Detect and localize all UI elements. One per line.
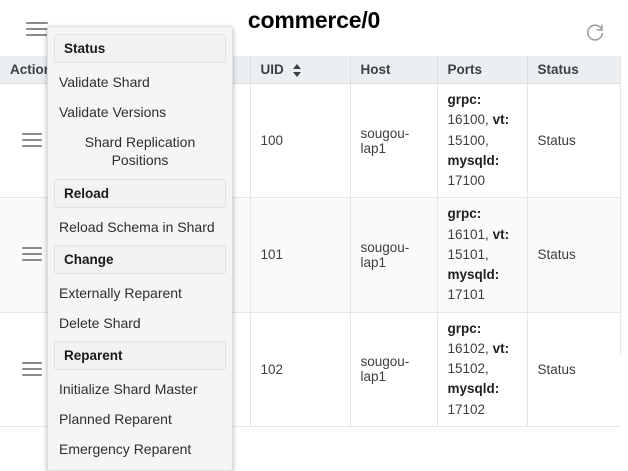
ports-grpc-value: 16101, (447, 226, 489, 242)
row-hamburger-icon[interactable] (22, 133, 42, 148)
ports-vt-value: 15101, (447, 246, 489, 262)
menu-section-reparent: Reparent (54, 341, 226, 370)
sort-arrows-icon[interactable] (292, 63, 302, 77)
ports-mysqld-label: mysqld: (447, 267, 500, 282)
cell-host: sougou-lap1 (350, 83, 438, 199)
menu-item-delete-shard[interactable]: Delete Shard (59, 315, 141, 331)
cell-uid: 102 (250, 312, 351, 427)
ports-mysqld-value: 17100 (447, 173, 486, 188)
table-scrollbar[interactable] (620, 56, 628, 356)
cell-ports: grpc: 16100, vt: 15100, mysqld: 17100 (437, 83, 528, 199)
menu-item-shard-replication-positions[interactable]: Shard Replication Positions (84, 134, 196, 168)
hamburger-bar (22, 259, 42, 262)
menu-section-change: Change (54, 245, 226, 274)
ports-vt-label: vt: (492, 112, 510, 128)
hamburger-bar (22, 373, 42, 376)
menu-section-reload: Reload (54, 179, 226, 208)
column-header-uid-label: UID (260, 62, 284, 77)
menu-section-status: Status (54, 34, 226, 63)
menu-item-externally-reparent[interactable]: Externally Reparent (59, 285, 182, 301)
shard-actions-menu[interactable]: Status Validate Shard Validate Versions … (47, 26, 233, 471)
ports-mysqld-label: mysqld: (447, 381, 500, 397)
hamburger-bar (22, 367, 42, 370)
hamburger-bar (22, 247, 42, 250)
hamburger-bar (22, 145, 42, 148)
ports-mysqld-value: 17102 (447, 401, 486, 417)
cell-status[interactable]: Status (527, 197, 620, 313)
menu-item-emergency-reparent[interactable]: Emergency Reparent (59, 441, 192, 457)
cell-uid: 101 (250, 197, 351, 313)
cell-ports: grpc: 16101, vt: 15101, mysqld: 17101 (437, 197, 528, 313)
hamburger-bar (22, 361, 42, 364)
column-header-uid[interactable]: UID (250, 56, 351, 84)
menu-item-reload-schema-in-shard[interactable]: Reload Schema in Shard (59, 219, 215, 235)
column-header-ports: Ports (437, 56, 528, 84)
cell-host: sougou-lap1 (350, 312, 438, 427)
row-hamburger-icon[interactable] (22, 247, 42, 262)
cell-status[interactable]: Status (527, 83, 620, 199)
row-hamburger-icon[interactable] (22, 361, 42, 377)
column-header-host: Host (350, 56, 438, 84)
ports-vt-label: vt: (492, 226, 510, 242)
cell-host: sougou-lap1 (350, 197, 438, 313)
ports-grpc-value: 16100, (447, 112, 489, 128)
hamburger-bar (22, 253, 42, 256)
ports-grpc-value: 16102, (447, 340, 489, 356)
cell-status[interactable]: Status (527, 312, 620, 427)
hamburger-bar (26, 34, 48, 36)
cell-ports: grpc: 16102, vt: 15102, mysqld: 17102 (437, 312, 528, 427)
hamburger-bar (26, 22, 48, 24)
page-title: commerce/0 (247, 7, 381, 33)
ports-mysqld-label: mysqld: (447, 152, 500, 168)
hamburger-bar (26, 28, 48, 30)
tablets-table: Actions UID Host Ports Status 100 sougou… (0, 56, 620, 427)
cell-uid: 100 (250, 83, 351, 199)
ports-grpc-label: grpc: (447, 320, 482, 336)
ports-grpc-label: grpc: (447, 92, 482, 107)
hamburger-icon[interactable] (26, 22, 48, 38)
ports-vt-label: vt: (492, 340, 510, 356)
ports-vt-value: 15100, (447, 132, 489, 148)
refresh-icon[interactable] (584, 22, 606, 44)
menu-item-validate-versions[interactable]: Validate Versions (59, 104, 167, 120)
hamburger-bar (22, 133, 42, 136)
ports-grpc-label: grpc: (447, 206, 482, 222)
hamburger-bar (22, 139, 42, 142)
menu-item-planned-reparent[interactable]: Planned Reparent (59, 411, 172, 427)
ports-mysqld-value: 17101 (447, 287, 486, 303)
column-header-status: Status (527, 56, 620, 84)
menu-item-initialize-shard-master[interactable]: Initialize Shard Master (59, 381, 198, 397)
menu-item-validate-shard[interactable]: Validate Shard (59, 74, 150, 90)
ports-vt-value: 15102, (447, 361, 489, 376)
